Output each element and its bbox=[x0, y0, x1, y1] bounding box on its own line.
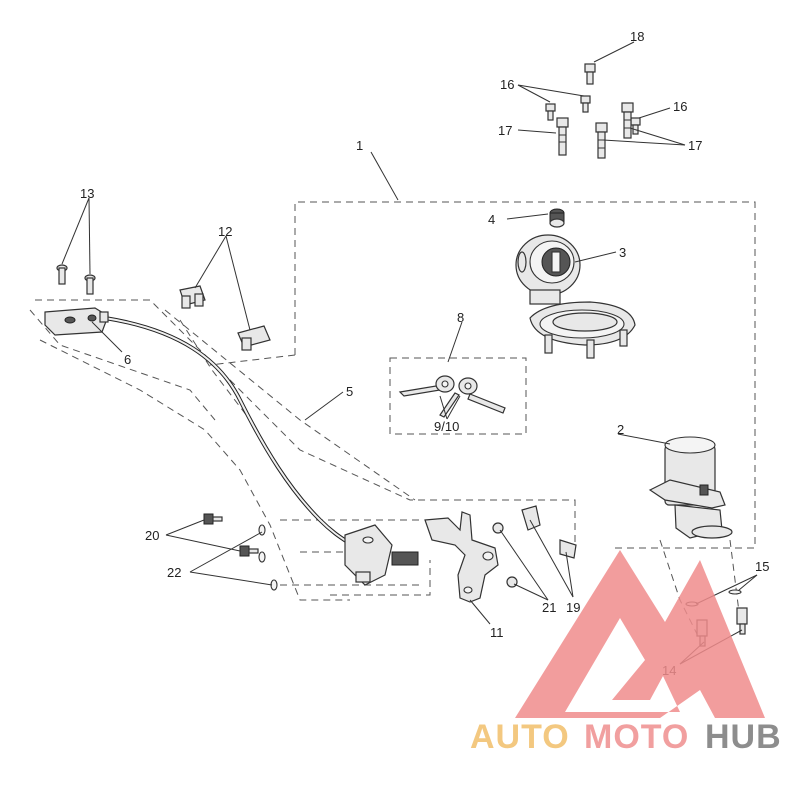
logo-triangle-icon bbox=[515, 550, 765, 718]
cable-bracket-6 bbox=[44, 307, 109, 336]
callout-2: 2 bbox=[617, 422, 624, 437]
bolt-16-mid bbox=[580, 95, 591, 113]
watermark-moto: MOTO bbox=[584, 718, 689, 756]
callout-22: 22 bbox=[167, 565, 181, 580]
watermark-auto: AUTO bbox=[470, 718, 570, 756]
bracket-11 bbox=[424, 511, 499, 603]
callout-labels: 1 2 3 4 5 6 8 9/10 11 12 13 14 15 16 16 … bbox=[80, 29, 769, 678]
callout-17-left: 17 bbox=[498, 123, 512, 138]
clip-12-top bbox=[179, 285, 206, 309]
watermark-logo: AUTO MOTO HUB bbox=[470, 550, 782, 756]
top-bolts-group bbox=[545, 63, 641, 159]
bolt-17-center bbox=[595, 122, 608, 159]
callout-5: 5 bbox=[346, 384, 353, 399]
callout-13: 13 bbox=[80, 186, 94, 201]
bolt-14-right bbox=[736, 607, 748, 635]
bolt-18 bbox=[584, 63, 596, 85]
callout-20: 20 bbox=[145, 528, 159, 543]
callout-6: 6 bbox=[124, 352, 131, 367]
callout-9-10: 9/10 bbox=[434, 419, 459, 434]
callout-21: 21 bbox=[542, 600, 556, 615]
callout-17-right: 17 bbox=[688, 138, 702, 153]
assembly-outlines bbox=[29, 201, 756, 641]
callout-12: 12 bbox=[218, 224, 232, 239]
filler-ring bbox=[529, 301, 636, 359]
fuel-cap-assembly bbox=[515, 208, 636, 359]
clips-19 bbox=[521, 505, 577, 559]
bolt-16-left bbox=[545, 103, 556, 121]
bolt-16-right bbox=[630, 117, 641, 135]
key-1 bbox=[398, 375, 455, 397]
clip-12-bottom bbox=[237, 325, 271, 351]
screws-13 bbox=[56, 264, 96, 295]
washers-22 bbox=[258, 524, 278, 591]
screw-13-left bbox=[56, 264, 68, 285]
keys-group bbox=[398, 375, 506, 418]
callout-3: 3 bbox=[619, 245, 626, 260]
callout-16-left: 16 bbox=[500, 77, 514, 92]
key-2 bbox=[439, 377, 506, 418]
bolt-17-right bbox=[621, 102, 634, 139]
clips-12 bbox=[179, 285, 271, 351]
callout-15: 15 bbox=[755, 559, 769, 574]
callout-4: 4 bbox=[488, 212, 495, 227]
callout-16-right: 16 bbox=[673, 99, 687, 114]
watermark-hub: HUB bbox=[705, 718, 782, 756]
callout-19: 19 bbox=[566, 600, 580, 615]
seat-latch bbox=[344, 524, 419, 586]
callout-18: 18 bbox=[630, 29, 644, 44]
leader-lines bbox=[61, 41, 758, 665]
callout-1: 1 bbox=[356, 138, 363, 153]
release-cable-5 bbox=[104, 316, 354, 547]
cap-plug-4 bbox=[549, 208, 565, 228]
callout-11: 11 bbox=[490, 625, 504, 640]
fuel-lock-3 bbox=[515, 234, 581, 305]
screw-13-right bbox=[84, 274, 96, 295]
ignition-switch-2 bbox=[648, 436, 733, 539]
callout-8: 8 bbox=[457, 310, 464, 325]
bolt-17-left bbox=[556, 117, 569, 156]
